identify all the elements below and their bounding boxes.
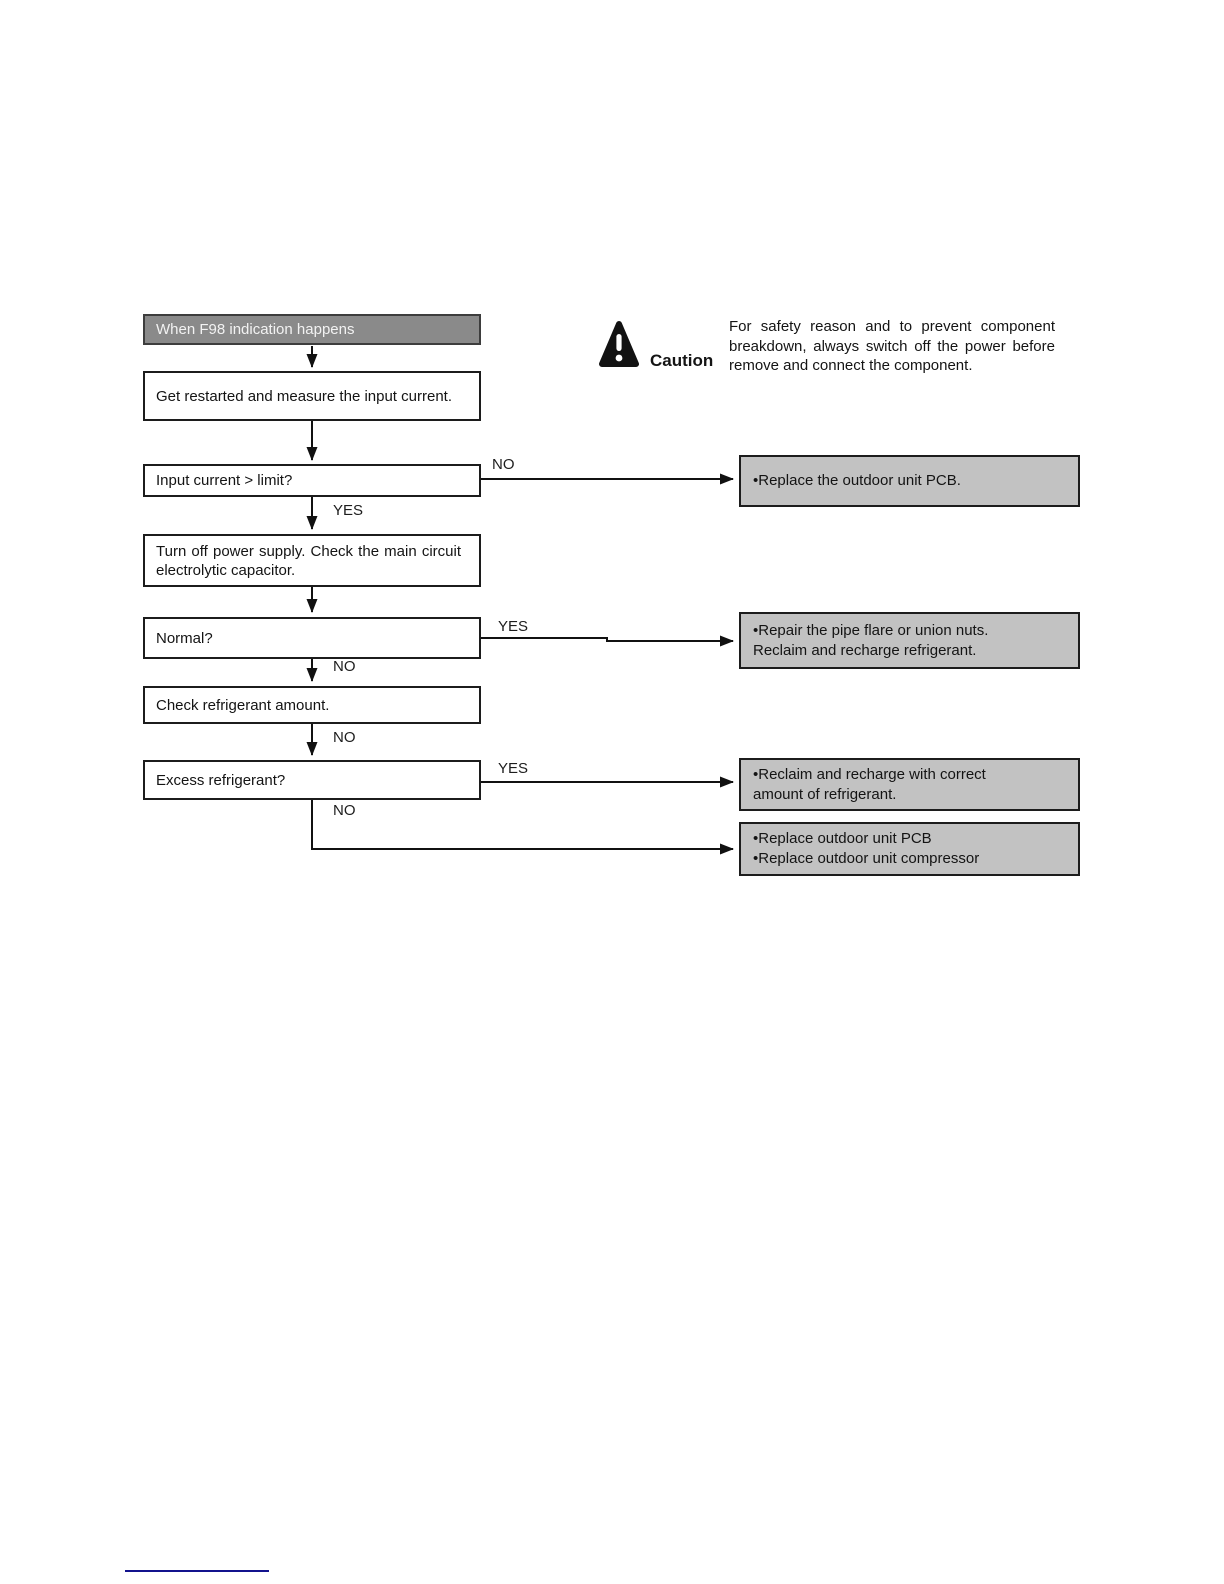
flow-node-normal: Normal? — [143, 617, 481, 659]
flow-node-start: When F98 indication happens — [143, 314, 481, 345]
result-repair-pipe-flare: •Repair the pipe flare or union nuts. Re… — [739, 612, 1080, 669]
result-line: •Replace outdoor unit compressor — [753, 850, 980, 867]
arrow-normal-yes — [481, 635, 734, 647]
flow-node-turn-off-power: Turn off power supply. Check the main ci… — [143, 534, 481, 587]
flow-node-input-current-label: Input current > limit? — [156, 472, 293, 489]
branch-label-normal-no: NO — [333, 658, 356, 675]
branch-label-input-no: NO — [492, 456, 515, 473]
flow-node-input-current: Input current > limit? — [143, 464, 481, 497]
flow-node-excess-refrigerant-label: Excess refrigerant? — [156, 771, 286, 789]
result-line: •Repair the pipe flare or union nuts. — [753, 621, 989, 639]
caution-label: Caution — [650, 351, 714, 370]
branch-label-excess-yes: YES — [498, 760, 529, 777]
flow-node-check-refrigerant: Check refrigerant amount. — [143, 686, 481, 724]
flow-node-turn-off-power-label: Turn off power supply. Check the main ci… — [156, 542, 461, 579]
result-line: Reclaim and recharge refrigerant. — [753, 641, 977, 659]
arrow-excess-no — [311, 800, 734, 855]
flow-node-restart-label: Get restarted and measure the input curr… — [156, 387, 452, 405]
branch-label-check-no: NO — [333, 729, 356, 746]
flow-node-check-refrigerant-label: Check refrigerant amount. — [156, 696, 330, 714]
flow-node-start-label: When F98 indication happens — [156, 321, 355, 338]
caution-warning-triangle-icon — [599, 320, 639, 370]
branch-label-normal-yes: YES — [498, 618, 529, 635]
result-reclaim-recharge: •Reclaim and recharge with correct amoun… — [739, 758, 1080, 811]
branch-label-excess-no: NO — [333, 802, 356, 819]
result-line: amount of refrigerant. — [753, 785, 897, 803]
result-replace-pcb-compressor: •Replace outdoor unit PCB •Replace outdo… — [739, 822, 1080, 876]
flow-node-normal-label: Normal? — [156, 629, 213, 647]
caution-text: For safety reason and to prevent compone… — [729, 318, 1055, 374]
result-replace-outdoor-pcb: •Replace the outdoor unit PCB. — [739, 455, 1080, 507]
branch-label-input-yes: YES — [333, 502, 364, 519]
result-line: •Replace the outdoor unit PCB. — [753, 472, 961, 489]
result-line: •Reclaim and recharge with correct — [753, 765, 986, 783]
flow-node-restart: Get restarted and measure the input curr… — [143, 371, 481, 421]
flow-node-excess-refrigerant: Excess refrigerant? — [143, 760, 481, 800]
result-line: •Replace outdoor unit PCB — [753, 830, 932, 847]
footnote-rule — [125, 1570, 269, 1572]
